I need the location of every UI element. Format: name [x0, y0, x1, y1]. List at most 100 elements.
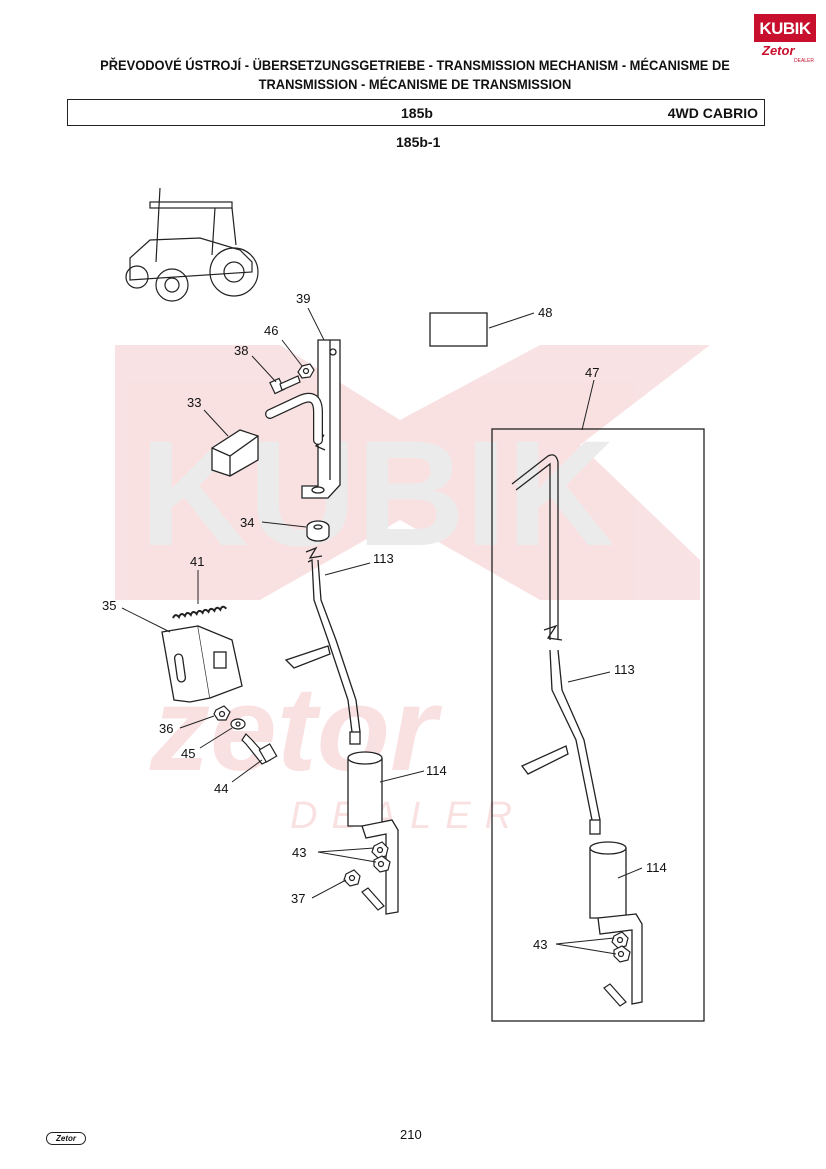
nut-36	[213, 705, 231, 721]
nut-43-right-b-hole	[617, 950, 625, 958]
tractor-frame-post-rear	[231, 207, 237, 246]
lever-113-right-top-outer	[511, 454, 559, 640]
part-46-label: 46	[264, 323, 278, 338]
washer-34-hole	[313, 524, 323, 530]
leader-34	[261, 521, 307, 528]
tube-114-left	[347, 751, 399, 915]
nuts-43-left	[371, 841, 391, 873]
bolt-38-shaft	[279, 375, 301, 391]
bracket-35	[161, 625, 243, 703]
leader-36	[179, 715, 215, 729]
bolt-38	[269, 375, 301, 395]
leader-113a	[324, 562, 371, 576]
tube-114-right	[589, 841, 643, 1005]
watermark-k-shape	[115, 345, 710, 600]
part-34-label: 34	[240, 515, 254, 530]
leader-43b-1	[555, 937, 615, 945]
part-36-label: 36	[159, 721, 173, 736]
figure-code: 185b-1	[396, 134, 441, 150]
leader-113b	[567, 671, 611, 683]
part-45-label: 45	[181, 746, 195, 761]
lever-113-left-shaft	[307, 558, 361, 733]
stud-right	[603, 983, 627, 1007]
footer-zetor-logo: Zetor	[46, 1132, 86, 1145]
part-113-right-label: 113	[614, 662, 635, 677]
nut-46	[297, 363, 315, 379]
part-114-left-label: 114	[426, 763, 447, 778]
nut-43-left-b-hole	[377, 860, 385, 868]
section-header: 185b 4WD CABRIO	[67, 99, 765, 126]
leader-35	[121, 607, 171, 633]
leader-47	[581, 379, 595, 431]
tractor-front-hub	[164, 277, 180, 293]
bracket-39-hole-top	[329, 348, 337, 356]
stud-37	[361, 887, 385, 911]
tractor-rear-wheel	[209, 247, 259, 297]
watermark-brand: KUBIK	[140, 409, 615, 577]
leader-43a-1	[317, 847, 375, 853]
leader-37	[311, 879, 347, 899]
tube-114-left-bracket	[361, 819, 399, 915]
bolt-44	[241, 733, 278, 765]
tube-114-right-bracket	[597, 913, 643, 1005]
washer-45	[230, 718, 246, 730]
bracket-35-plate	[161, 625, 211, 703]
title-line-1: PŘEVODOVÉ ÚSTROJÍ - ÜBERSETZUNGSGETRIEBE…	[100, 57, 730, 73]
tube-114-right-body	[589, 847, 627, 919]
logo-band	[754, 14, 816, 42]
part-37-label: 37	[291, 891, 305, 906]
tractor-front-tire	[125, 265, 149, 289]
leader-46	[281, 339, 303, 367]
nut-37	[343, 869, 385, 911]
bolt-44-head	[258, 743, 278, 763]
model-name: 4WD CABRIO	[667, 105, 758, 121]
lever-113-left	[284, 546, 361, 745]
lever-113-right-top-inner	[515, 462, 551, 640]
part-38-label: 38	[234, 343, 248, 358]
nut-43-left-a-hole	[376, 846, 384, 854]
kubik-zetor-logo: KUBIK Zetor DEALER	[754, 14, 816, 64]
tractor-front-wheel	[155, 268, 189, 302]
part-41-label: 41	[190, 554, 204, 569]
logo-sub: Zetor	[762, 43, 795, 58]
leader-114b	[617, 867, 643, 879]
tube-114-left-body	[347, 757, 383, 827]
nut-46-hole	[302, 367, 310, 375]
part-44-label: 44	[214, 781, 228, 796]
part-35-label: 35	[102, 598, 116, 613]
leader-48	[488, 312, 535, 329]
lever-113-left-thread	[349, 731, 361, 745]
leader-lines	[121, 307, 643, 955]
spring-41	[172, 605, 227, 619]
tractor-body	[129, 237, 253, 281]
variant-frame-47	[491, 428, 705, 1022]
leader-38	[251, 355, 277, 383]
tractor-roof	[149, 201, 233, 209]
lever-113-left-break	[305, 546, 323, 559]
part-43-left-label: 43	[292, 845, 306, 860]
watermark-dealer: DEALER	[290, 795, 526, 837]
knob-33	[211, 429, 259, 477]
washer-34-side	[306, 527, 330, 542]
part-48-label: 48	[538, 305, 552, 320]
part-114-right-label: 114	[646, 860, 667, 875]
leader-43b-2	[555, 943, 617, 955]
tractor-frame-post	[211, 207, 216, 256]
lever-113-right-thread	[589, 819, 601, 835]
leader-43a-2	[317, 851, 377, 863]
leader-114a	[379, 770, 425, 783]
nut-36-hole	[218, 710, 226, 718]
nut-37-hole	[348, 874, 356, 882]
part-43-right-label: 43	[533, 937, 547, 952]
part-39-label: 39	[296, 291, 310, 306]
tractor-rear-hub	[223, 261, 245, 283]
logo-dealer: DEALER	[794, 58, 815, 64]
tube-114-left-top	[347, 751, 383, 765]
leader-39	[307, 307, 325, 341]
title-line-2: TRANSMISSION - MÉCANISME DE TRANSMISSION	[258, 76, 572, 92]
logo-brand: KUBIK	[759, 19, 811, 38]
lever-113-right	[511, 454, 601, 835]
lever-113-right-arm	[520, 745, 569, 775]
washer-45-hole	[235, 721, 241, 727]
